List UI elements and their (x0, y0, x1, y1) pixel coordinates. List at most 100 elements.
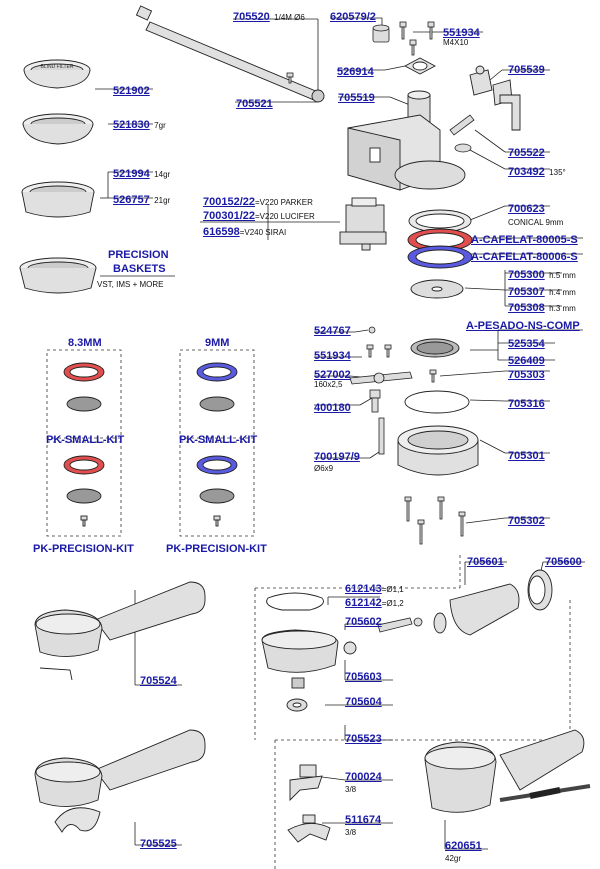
spout-700024 (289, 764, 323, 802)
portafilter-705524 (34, 581, 206, 681)
portafilter-705523 (261, 629, 357, 689)
part-700301-22[interactable]: 700301/22=V220 LUCIFER (203, 210, 315, 222)
part-705603[interactable]: 705603 (345, 671, 382, 683)
part-526914[interactable]: 526914 (337, 66, 374, 78)
part-705519[interactable]: 705519 (338, 92, 375, 104)
part-527002[interactable]: 527002 (314, 369, 351, 381)
basket-7gr (22, 113, 94, 145)
note-700197: Ø6x9 (314, 464, 334, 473)
part-521902[interactable]: 521902 (113, 85, 150, 97)
part-705539[interactable]: 705539 (508, 64, 545, 76)
part-705307[interactable]: 705307 h.4 mm (508, 286, 576, 298)
part-526409[interactable]: 526409 (508, 355, 545, 367)
part-703492[interactable]: 703492 135° (508, 166, 566, 178)
conical-ring-700623 (408, 209, 472, 233)
part-620651[interactable]: 620651 (445, 840, 482, 852)
note-511674: 3/8 (345, 828, 357, 837)
oring-705316 (404, 390, 470, 414)
part-705524[interactable]: 705524 (140, 675, 177, 687)
part-705302[interactable]: 705302 (508, 515, 545, 527)
part-705520[interactable]: 705520 1/4M Ø6 (233, 11, 305, 23)
blind-filter-text: BLIND FILTER (41, 64, 74, 70)
shower-plate-705300 (410, 279, 464, 299)
precision-note: VST, IMS + MORE (97, 280, 164, 289)
portafilter-705525 (34, 729, 206, 833)
ring-705600 (527, 569, 553, 611)
part-612142[interactable]: 612142=Ø1,2 (345, 597, 404, 609)
part-616598[interactable]: 616598=V240 SIRAI (203, 226, 287, 238)
kit-precision-9mm (196, 455, 238, 527)
part-705522[interactable]: 705522 (508, 147, 545, 159)
part-705308[interactable]: 705308 h.3 mm (508, 302, 576, 314)
part-524767[interactable]: 524767 (314, 325, 351, 337)
part-705601[interactable]: 705601 (467, 556, 504, 568)
part-705523[interactable]: 705523 (345, 733, 382, 745)
gasket-526914 (404, 57, 436, 75)
part-a-pesado-ns-comp[interactable]: A-PESADO-NS-COMP (466, 320, 580, 332)
tie-527002 (349, 371, 413, 385)
part-612143[interactable]: 612143=Ø1,1 (345, 583, 404, 595)
part-705303[interactable]: 705303 (508, 369, 545, 381)
group-ring-705301 (397, 425, 479, 476)
handle-705601 (433, 583, 520, 636)
group-head-body (347, 114, 466, 191)
portafilter-620651 (424, 729, 591, 813)
part-705604[interactable]: 705604 (345, 696, 382, 708)
shower-screen-525354 (410, 338, 460, 358)
cap-620579 (372, 24, 390, 43)
part-700197-9[interactable]: 700197/9 (314, 451, 360, 463)
spout-511674 (287, 814, 331, 843)
gasket-red-80005 (407, 228, 473, 252)
note-551934-top: M4X10 (443, 38, 469, 47)
screw-small (286, 72, 294, 84)
solenoid-valve (339, 197, 387, 251)
part-551934-top[interactable]: 551934 (443, 27, 480, 39)
part-551934-mid[interactable]: 551934 (314, 350, 351, 362)
part-705301[interactable]: 705301 (508, 450, 545, 462)
nut-705604 (286, 698, 308, 712)
part-511674[interactable]: 511674 (345, 814, 382, 826)
note-527002: 160x2,5 (314, 380, 343, 389)
section-borders (46, 349, 571, 869)
kit-small-9mm (196, 362, 238, 412)
leader-lines (95, 17, 585, 850)
gasket-blue-80006 (407, 245, 473, 269)
part-525354[interactable]: 525354 (508, 338, 545, 350)
screws-551934 (399, 21, 435, 56)
bolts-705302 (404, 496, 466, 545)
part-705525[interactable]: 705525 (140, 838, 177, 850)
part-700024[interactable]: 700024 (345, 771, 382, 783)
pin-703492 (449, 114, 475, 153)
kit-size-9mm: 9MM (205, 337, 230, 349)
rod-700197 (378, 417, 385, 455)
part-a-cafelat-80005-s[interactable]: A-CAFELAT-80005-S (471, 234, 578, 246)
kit-size-8-3mm: 8.3MM (68, 337, 102, 349)
part-521830[interactable]: 521830 7gr (113, 119, 166, 131)
small-parts (366, 326, 437, 383)
kit-small-83mm (63, 362, 105, 412)
part-705316[interactable]: 705316 (508, 398, 545, 410)
kit-pk-precision-kit-83[interactable]: PK-PRECISION-KIT (33, 543, 134, 555)
part-400180[interactable]: 400180 (314, 402, 351, 414)
part-521994[interactable]: 521994 14gr (113, 168, 171, 180)
note-620651: 42gr (445, 854, 462, 863)
blind-filter (23, 59, 91, 89)
part-705600[interactable]: 705600 (545, 556, 582, 568)
note-700623: CONICAL 9mm (508, 218, 564, 227)
fitting-400180 (369, 389, 381, 413)
tube-705520 (135, 5, 325, 103)
precision-heading-2: BASKETS (113, 263, 166, 275)
part-526757[interactable]: 526757 21gr (113, 194, 171, 206)
kit-pk-precision-kit-9[interactable]: PK-PRECISION-KIT (166, 543, 267, 555)
part-705521[interactable]: 705521 (236, 98, 273, 110)
kit-pk-small-kit-83[interactable]: PK-SMALL-KIT (46, 434, 125, 446)
kit-pk-small-kit-9[interactable]: PK-SMALL-KIT (179, 434, 258, 446)
part-705300[interactable]: 705300 h.5 mm (508, 269, 576, 281)
part-700152-22[interactable]: 700152/22=V220 PARKER (203, 196, 313, 208)
part-705602[interactable]: 705602 (345, 616, 382, 628)
part-620579-2[interactable]: 620579/2 (330, 11, 376, 23)
part-a-cafelat-80006-s[interactable]: A-CAFELAT-80006-S (471, 251, 578, 263)
spring-705602 (377, 617, 423, 633)
part-700623[interactable]: 700623 (508, 203, 545, 215)
